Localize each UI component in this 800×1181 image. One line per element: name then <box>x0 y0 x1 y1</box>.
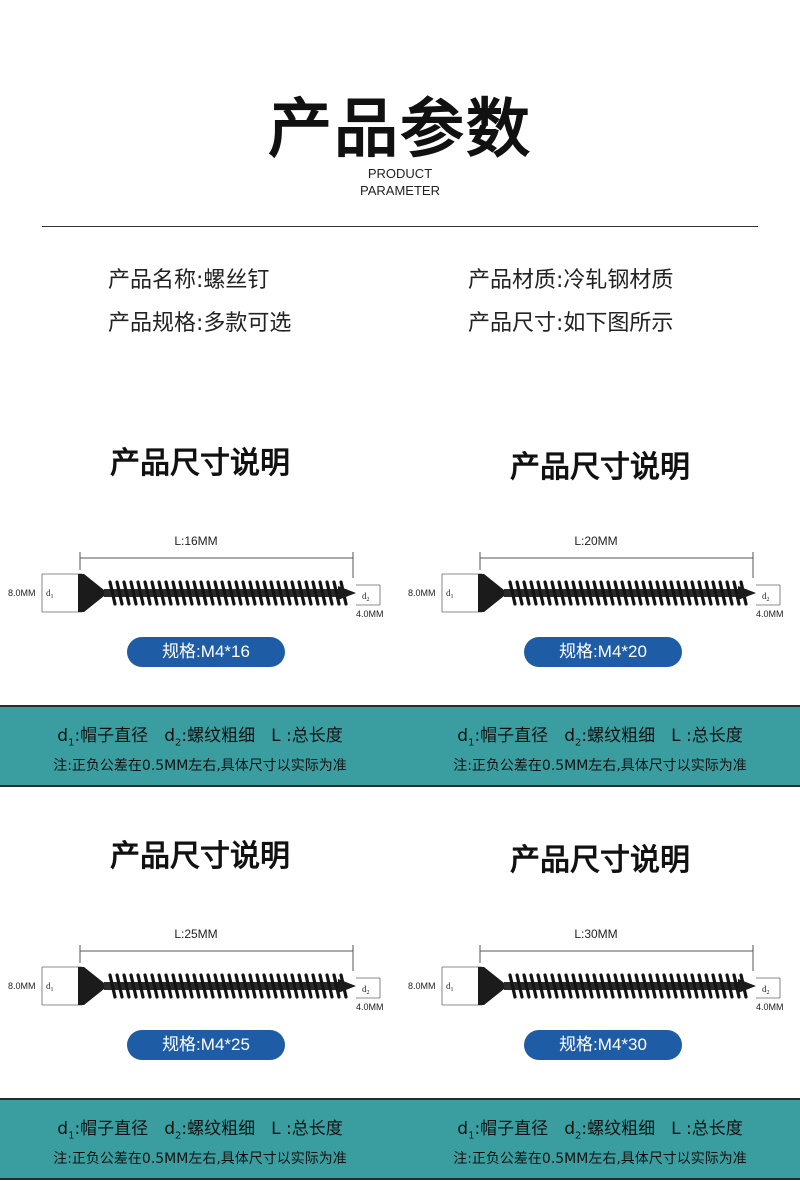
legend-line: d1:帽子直径 d2:螺纹粗细 L :总长度 <box>400 1114 800 1141</box>
screw-diagram: L:20MM 8.0MM d1 d2 4.0MM <box>408 534 784 619</box>
legend-d2: d2:螺纹粗细 <box>564 726 656 749</box>
length-label: L:20MM <box>574 534 617 548</box>
divider <box>42 226 758 227</box>
page-subtitle: PRODUCT PARAMETER <box>0 165 800 199</box>
spec-badge: 规格:M4*16 <box>127 637 285 667</box>
d2-marker: d2 <box>762 591 770 603</box>
tolerance-note: 注:正负公差在0.5MM左右,具体尺寸以实际为准 <box>453 758 747 774</box>
legend-d1: d1:帽子直径 <box>57 726 149 749</box>
tolerance-note: 注:正负公差在0.5MM左右,具体尺寸以实际为准 <box>453 1151 747 1167</box>
spec-name: 产品名称:螺丝钉 <box>108 268 270 293</box>
legend-line: d1:帽子直径 d2:螺纹粗细 L :总长度 <box>400 721 800 748</box>
d1-marker: d1 <box>446 588 454 600</box>
head-diameter-label: 8.0MM <box>8 588 36 598</box>
panel-title: 产品尺寸说明 <box>110 839 290 874</box>
legend-length: L :总长度 <box>271 1119 343 1139</box>
dimension-panel: 产品尺寸说明 L:16MM 8.0MM d1 d2 4.0MM 规格:M4*16 d1:帽子直… <box>0 400 400 793</box>
legend-length: L :总长度 <box>671 726 743 746</box>
legend-line: d1:帽子直径 d2:螺纹粗细 L :总长度 <box>0 721 400 748</box>
spec-badge: 规格:M4*25 <box>127 1030 285 1060</box>
legend-band: d1:帽子直径 d2:螺纹粗细 L :总长度注:正负公差在0.5MM左右,具体尺寸以… <box>400 705 800 787</box>
panel-title: 产品尺寸说明 <box>510 843 690 878</box>
legend-d2: d2:螺纹粗细 <box>564 1119 656 1142</box>
thread-diameter-label: 4.0MM <box>756 1002 784 1012</box>
screw-diagram: L:16MM 8.0MM d1 d2 4.0MM <box>8 534 384 619</box>
d1-marker: d1 <box>46 981 54 993</box>
tolerance-note: 注:正负公差在0.5MM左右,具体尺寸以实际为准 <box>53 758 347 774</box>
d2-marker: d2 <box>362 591 370 603</box>
head-diameter-label: 8.0MM <box>408 981 436 991</box>
dimension-panel: 产品尺寸说明 L:25MM 8.0MM d1 d2 4.0MM 规格:M4*25 d1:帽子直… <box>0 793 400 1181</box>
page-title: 产品参数 <box>268 93 532 167</box>
length-label: L:30MM <box>574 927 617 941</box>
tolerance-note: 注:正负公差在0.5MM左右,具体尺寸以实际为准 <box>53 1151 347 1167</box>
screw-diagram: L:30MM 8.0MM d1 d2 4.0MM <box>408 927 784 1012</box>
panel-title: 产品尺寸说明 <box>510 450 690 485</box>
panel-title: 产品尺寸说明 <box>110 446 290 481</box>
head-diameter-label: 8.0MM <box>8 981 36 991</box>
legend-band: d1:帽子直径 d2:螺纹粗细 L :总长度注:正负公差在0.5MM左右,具体尺寸以… <box>0 705 400 787</box>
legend-d2: d2:螺纹粗细 <box>164 1119 256 1142</box>
spec-material: 产品材质:冷轧钢材质 <box>468 268 674 293</box>
d1-marker: d1 <box>46 588 54 600</box>
legend-d1: d1:帽子直径 <box>457 726 549 749</box>
thread-diameter-label: 4.0MM <box>356 1002 384 1012</box>
spec-variants: 产品规格:多款可选 <box>108 311 292 336</box>
length-label: L:16MM <box>174 534 217 548</box>
thread-diameter-label: 4.0MM <box>356 609 384 619</box>
legend-length: L :总长度 <box>271 726 343 746</box>
d2-marker: d2 <box>762 984 770 996</box>
dimension-panel: 产品尺寸说明 L:20MM 8.0MM d1 d2 4.0MM 规格:M4*20 d1:帽子直… <box>400 400 800 793</box>
subtitle-line-2: PARAMETER <box>360 183 440 198</box>
d2-marker: d2 <box>362 984 370 996</box>
spec-badge: 规格:M4*30 <box>524 1030 682 1060</box>
legend-band: d1:帽子直径 d2:螺纹粗细 L :总长度注:正负公差在0.5MM左右,具体尺寸以… <box>400 1098 800 1180</box>
d1-marker: d1 <box>446 981 454 993</box>
length-label: L:25MM <box>174 927 217 941</box>
legend-d1: d1:帽子直径 <box>457 1119 549 1142</box>
thread-diameter-label: 4.0MM <box>756 609 784 619</box>
subtitle-line-1: PRODUCT <box>367 166 433 181</box>
dimension-panel: 产品尺寸说明 L:30MM 8.0MM d1 d2 4.0MM 规格:M4*30 d1:帽子直… <box>400 793 800 1181</box>
legend-length: L :总长度 <box>671 1119 743 1139</box>
screw-diagram: L:25MM 8.0MM d1 d2 4.0MM <box>8 927 384 1012</box>
spec-badge: 规格:M4*20 <box>524 637 682 667</box>
legend-band: d1:帽子直径 d2:螺纹粗细 L :总长度注:正负公差在0.5MM左右,具体尺寸以… <box>0 1098 400 1180</box>
legend-d1: d1:帽子直径 <box>57 1119 149 1142</box>
spec-size: 产品尺寸:如下图所示 <box>468 311 674 336</box>
legend-d2: d2:螺纹粗细 <box>164 726 256 749</box>
head-diameter-label: 8.0MM <box>408 588 436 598</box>
legend-line: d1:帽子直径 d2:螺纹粗细 L :总长度 <box>0 1114 400 1141</box>
